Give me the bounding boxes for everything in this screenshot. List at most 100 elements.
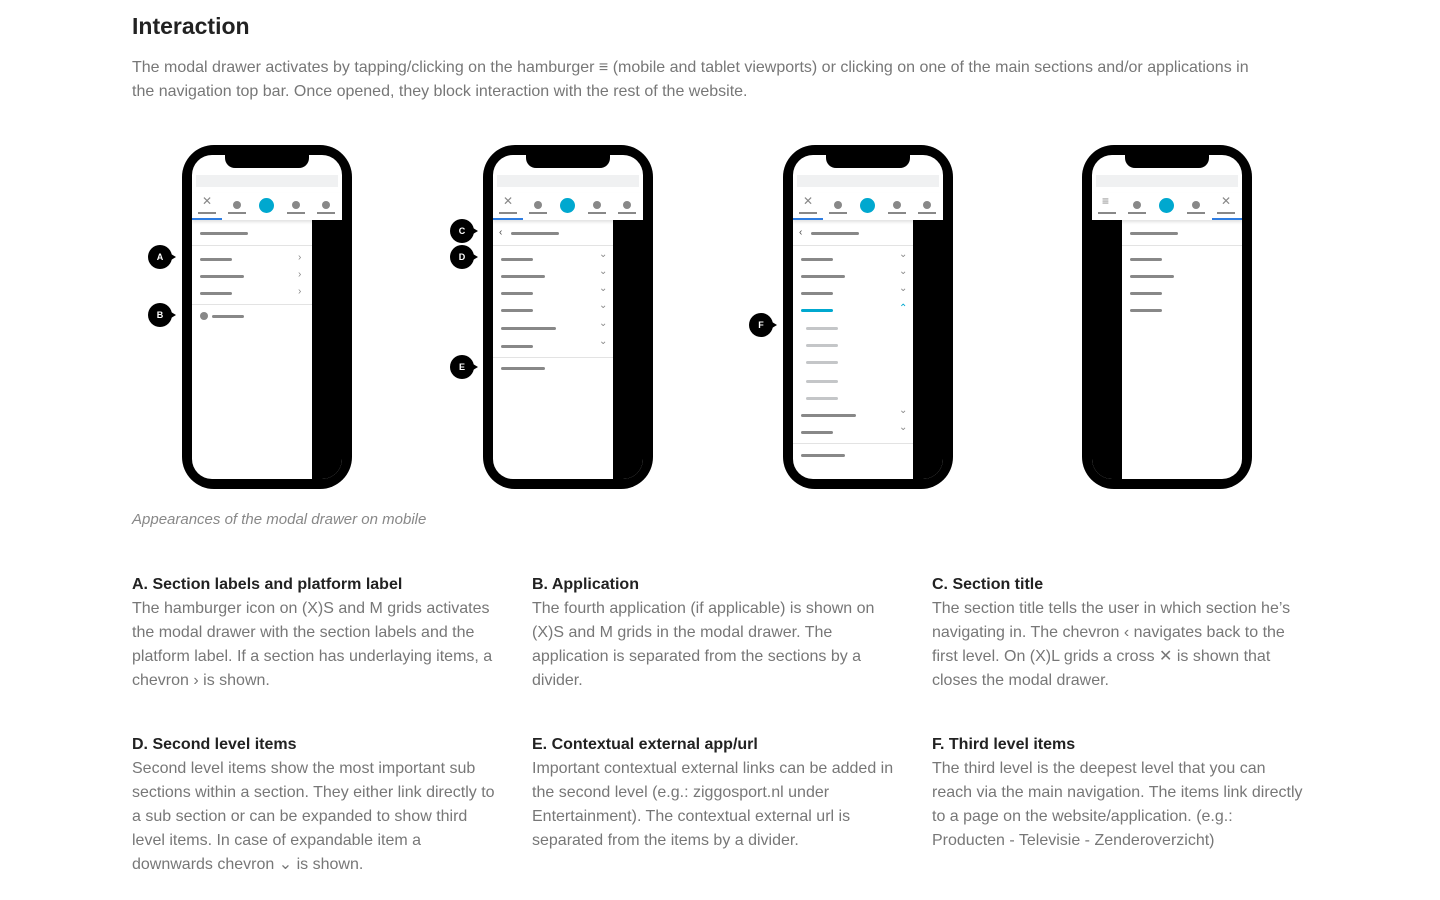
tab-underline — [829, 212, 847, 214]
section-dot-icon — [1192, 201, 1200, 209]
chevron-left-icon: ‹ — [799, 227, 803, 238]
drawer-item-line — [200, 258, 232, 261]
divider — [793, 245, 913, 246]
hamburger-icon: ≡ — [1102, 194, 1110, 208]
phone-screen: ✕››› — [192, 155, 342, 479]
drawer-item-line — [501, 345, 533, 348]
tab-underline — [1128, 212, 1146, 214]
section-title: E. Contextual external app/url — [532, 736, 758, 753]
tab-underline — [1098, 212, 1116, 214]
chevron-down-icon: ⌄ — [899, 422, 908, 433]
marker-c: C — [450, 219, 478, 243]
chevron-up-icon: ⌃ — [899, 303, 908, 314]
tab-underline — [588, 212, 606, 214]
section-body: The hamburger icon on (X)S and M grids a… — [132, 600, 493, 689]
app-icon — [860, 198, 875, 213]
chevron-down-icon: ⌄ — [899, 266, 908, 277]
drawer-title-line — [1130, 232, 1178, 235]
divider — [793, 443, 913, 444]
drawer-item-line — [501, 275, 545, 278]
backdrop-overlay — [613, 220, 643, 479]
chevron-down-icon: ⌄ — [899, 283, 908, 294]
tab-underline — [287, 212, 305, 214]
tab-underline — [317, 212, 335, 214]
active-tab-indicator — [493, 218, 523, 220]
drawer-item-line — [200, 275, 244, 278]
marker-f: F — [749, 313, 777, 337]
section-dot-icon — [534, 201, 542, 209]
marker-b: B — [148, 303, 176, 327]
drawer-title-line — [200, 232, 248, 235]
section-dot-icon — [923, 201, 931, 209]
phone-mockup: ✕‹⌄⌄⌄⌄⌄⌄ — [483, 145, 653, 489]
phone-notch — [526, 155, 610, 168]
app-icon — [560, 198, 575, 213]
drawer-item-line — [801, 275, 845, 278]
drawer-item-line — [801, 414, 856, 417]
section-dot-icon — [593, 201, 601, 209]
tab-underline — [1217, 212, 1235, 214]
divider — [192, 304, 312, 305]
drawer-title-line — [511, 232, 559, 235]
chevron-down-icon: ⌄ — [599, 266, 608, 277]
application-dot-icon — [200, 312, 208, 320]
phone-screen: ≡✕ — [1092, 155, 1242, 479]
drawer-item-line — [801, 431, 833, 434]
drawer-item-line — [1130, 258, 1162, 261]
drawer-item-line — [801, 292, 833, 295]
phone-mockup: ✕››› — [182, 145, 352, 489]
section-title: F. Third level items — [932, 736, 1076, 753]
divider — [493, 357, 613, 358]
third-level-item-line — [806, 380, 838, 383]
section-body: The third level is the deepest level tha… — [932, 760, 1303, 849]
application-line — [212, 315, 244, 318]
section-body: The fourth application (if applicable) i… — [532, 600, 875, 689]
section-body: The section title tells the user in whic… — [932, 600, 1291, 689]
divider — [1122, 245, 1242, 246]
phone-mockup: ≡✕ — [1082, 145, 1252, 489]
tab-underline — [1187, 212, 1205, 214]
tab-underline — [799, 212, 817, 214]
close-icon: ✕ — [202, 194, 213, 208]
chevron-right-icon: › — [298, 252, 302, 263]
backdrop-overlay — [1092, 220, 1122, 479]
third-level-item-line — [806, 344, 838, 347]
section-title: C. Section title — [932, 576, 1044, 593]
drawer-item-line — [501, 309, 533, 312]
section-dot-icon — [292, 201, 300, 209]
chevron-right-icon: › — [298, 286, 302, 297]
third-level-item-line — [806, 327, 838, 330]
external-link-line — [801, 454, 845, 457]
section-body: Second level items show the most importa… — [132, 760, 495, 873]
tab-underline — [228, 212, 246, 214]
phone-screen: ✕‹⌄⌄⌄⌃⌄⌄ — [793, 155, 943, 479]
figure-caption: Appearances of the modal drawer on mobil… — [132, 511, 427, 528]
tab-underline — [888, 212, 906, 214]
drawer-item-line — [1130, 292, 1162, 295]
search-bar — [797, 175, 939, 187]
phone-notch — [225, 155, 309, 168]
divider — [493, 245, 613, 246]
drawer-title-line — [811, 232, 859, 235]
phone-mockup: ✕‹⌄⌄⌄⌃⌄⌄ — [783, 145, 953, 489]
third-level-item-line — [806, 361, 838, 364]
active-tab-indicator — [192, 218, 222, 220]
backdrop-overlay — [913, 220, 943, 479]
section-body: Important contextual external links can … — [532, 760, 894, 849]
section-dot-icon — [233, 201, 241, 209]
phone-screen: ✕‹⌄⌄⌄⌄⌄⌄ — [493, 155, 643, 479]
third-level-item-line — [806, 397, 838, 400]
search-bar — [1096, 175, 1238, 187]
tab-underline — [198, 212, 216, 214]
intro-text: The modal drawer activates by tapping/cl… — [132, 59, 1249, 100]
tab-underline — [918, 212, 936, 214]
close-icon: ✕ — [503, 194, 514, 208]
active-tab-indicator — [793, 218, 823, 220]
drawer-item-line — [501, 292, 533, 295]
